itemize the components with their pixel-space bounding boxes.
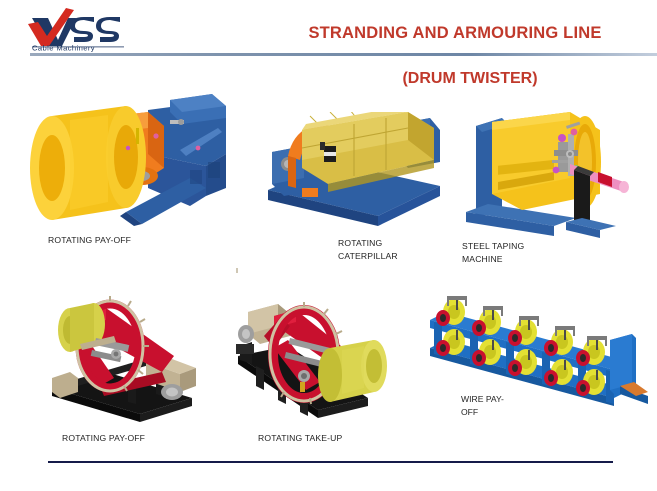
page-subtitle: (DRUM TWISTER) [402, 70, 538, 87]
caption-wire-pay-off: WIRE PAY- OFF [461, 394, 504, 417]
figure-rotating-caterpillar [258, 112, 448, 237]
figure-rotating-take-up [234, 292, 414, 427]
caption-rotating-take-up: ROTATING TAKE-UP [258, 433, 343, 443]
slide-artifact [236, 268, 238, 273]
vss-cable-machinery-logo: Cable Machinery [14, 6, 164, 52]
footer-divider [48, 461, 613, 463]
figure-steel-taping-machine [458, 108, 648, 243]
caption-steel-taping-machine: STEEL TAPING MACHINE [462, 241, 525, 264]
figure-rotating-pay-off-top [30, 92, 245, 232]
caption-rotating-caterpillar: ROTATING CATERPILLAR [338, 238, 398, 261]
logo-tagline: Cable Machinery [32, 44, 95, 53]
header-divider [30, 53, 657, 56]
figure-rotating-pay-off-bottom [44, 292, 224, 427]
page-title: STRANDING AND ARMOURING LINE [308, 24, 602, 42]
caption-rotating-pay-off-bottom: ROTATING PAY-OFF [62, 433, 146, 443]
logo-mark-icon: Cable Machinery [28, 8, 124, 53]
figure-wire-pay-off [424, 282, 654, 412]
caption-rotating-pay-off-top: ROTATING PAY-OFF [48, 235, 132, 245]
